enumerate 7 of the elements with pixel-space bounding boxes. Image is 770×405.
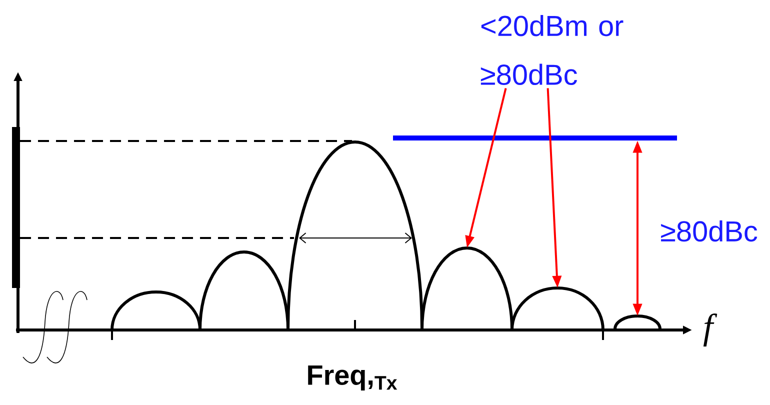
spur-arc	[614, 314, 662, 330]
annotation-text: <20dBm or ≥80dBc	[480, 14, 624, 86]
sidelobe-arc	[510, 286, 604, 330]
axis-label: f	[703, 314, 718, 346]
edge-label: ≥80dBc	[659, 219, 759, 243]
axis-label: Freq,$_{Tx}$	[308, 366, 398, 390]
sidelobe-arc	[420, 246, 514, 330]
